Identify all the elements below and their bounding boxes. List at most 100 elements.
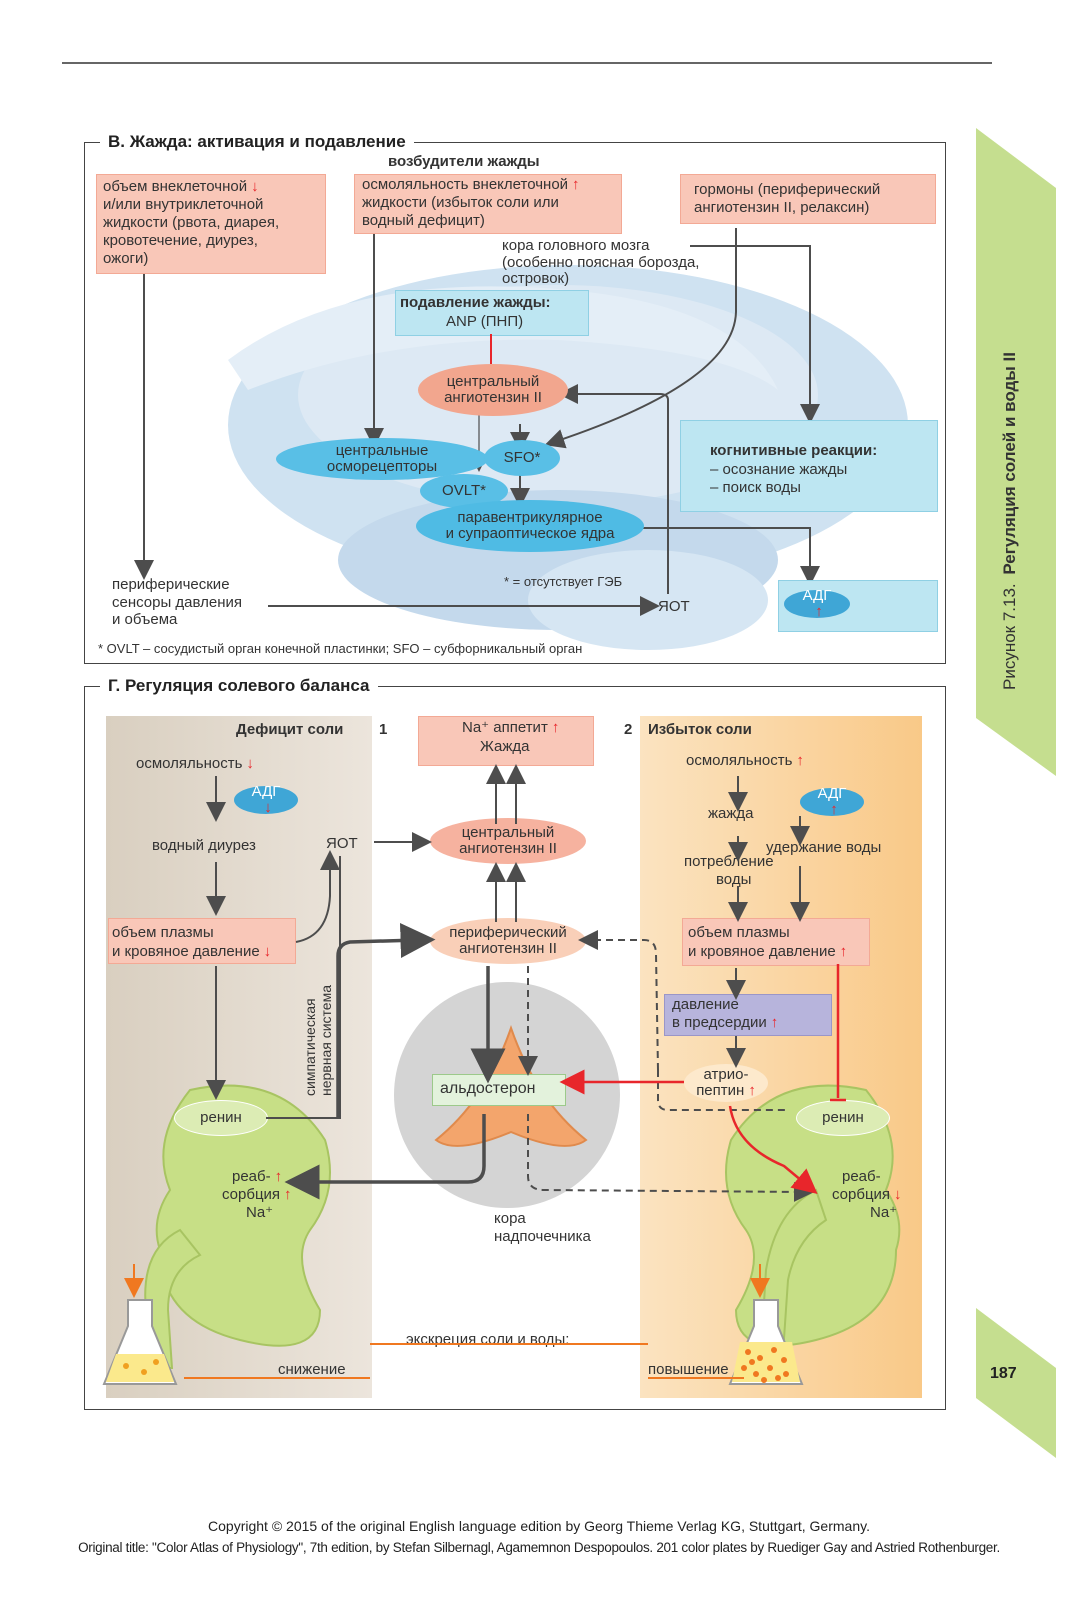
- sfo-node: SFO*: [484, 440, 560, 476]
- g-central-angiotensin-line-1: центральный: [461, 824, 555, 841]
- copyright-line-1: Copyright © 2015 of the original English…: [208, 1518, 870, 1534]
- nuclei-line-1: паравентрикулярное: [457, 509, 603, 526]
- adh-node: АДГ: [784, 587, 850, 618]
- peripheral-line-2: сенсоры давления: [112, 594, 243, 611]
- osmol-line-3: водный дефицит): [362, 212, 485, 229]
- osmoreceptors-line-2: осморецепторы: [326, 458, 438, 475]
- left-kidney: [144, 1084, 331, 1369]
- osmol-line-2: жидкости (избыток соли или: [362, 194, 559, 211]
- stimuli-heading: возбудители жажды: [388, 153, 540, 170]
- right-reab-line-1: реаб-: [842, 1168, 881, 1185]
- figure-label: Рисунок 7.13.: [1000, 583, 1019, 690]
- hormones-box: [680, 174, 936, 224]
- volume-line-1: объем внеклеточной: [103, 178, 259, 195]
- nuclei-line-2: и супраоптическое ядра: [445, 525, 615, 542]
- right-header: Избыток соли: [648, 721, 752, 738]
- atrial-pressure-line-1: давление: [672, 996, 739, 1013]
- section-g-title: Г. Регуляция солевого баланса: [100, 676, 378, 696]
- section-b-title: В. Жажда: активация и подавление: [100, 132, 414, 152]
- right-flask: [728, 1299, 804, 1385]
- appetite-line-2: Жажда: [480, 738, 530, 755]
- adrenal-cortex-line-2: надпочечника: [494, 1228, 591, 1245]
- right-adh-label: АДГ: [817, 785, 847, 802]
- left-decrease: снижение: [278, 1361, 346, 1378]
- right-reab-line-3: Na⁺: [870, 1204, 898, 1221]
- right-plasma-line-1: объем плазмы: [688, 924, 790, 941]
- hormones-line-2: ангиотензин II, релаксин): [694, 199, 870, 216]
- left-water-diuresis: водный диурез: [152, 837, 256, 854]
- volume-line-2: и/или внутриклеточной: [103, 196, 264, 213]
- top-rule: [62, 62, 992, 64]
- suppression-title: подавление жажды:: [400, 294, 551, 311]
- left-osmolality: осмоляльность: [136, 755, 254, 772]
- section-b-frame: [84, 142, 946, 664]
- left-flask: [102, 1299, 178, 1385]
- osmoreceptors-line-1: центральные: [335, 442, 429, 459]
- right-renin-label: ренин: [822, 1109, 864, 1126]
- left-plasma-line-1: объем плазмы: [112, 924, 214, 941]
- left-reab-line-3: Na⁺: [246, 1204, 274, 1221]
- g-central-angiotensin-line-2: ангиотензин II: [459, 840, 557, 857]
- copyright-line-2: Original title: "Color Atlas of Physiolo…: [78, 1540, 1000, 1555]
- yot-label: ЯОТ: [658, 598, 690, 615]
- central-angiotensin-node: центральный ангиотензин II: [418, 364, 568, 416]
- right-plasma-line-2: и кровяное давление: [688, 943, 847, 960]
- left-reab-line-2: сорбция: [222, 1186, 292, 1203]
- cognitive-title: когнитивные реакции:: [710, 442, 878, 459]
- left-renin-label: ренин: [200, 1109, 242, 1126]
- volume-line-5: ожоги): [103, 250, 149, 267]
- cognitive-item-2: – поиск воды: [710, 479, 801, 496]
- right-increase: повышение: [648, 1361, 729, 1378]
- ovlt-label: OVLT*: [442, 482, 486, 499]
- cognitive-box: [680, 420, 938, 512]
- left-reab-line-1: реаб-: [232, 1168, 282, 1185]
- atrial-pressure-line-2: в предсердии: [672, 1014, 778, 1031]
- g-peripheral-angiotensin-line-1: периферический: [449, 924, 567, 941]
- suppression-text: ANP (ПНП): [446, 313, 524, 330]
- adh-label: АДГ: [802, 587, 832, 604]
- cortex-line-1: кора головного мозга: [502, 237, 650, 254]
- g-peripheral-angiotensin-node: периферический ангиотензин II: [430, 918, 586, 964]
- left-num: 1: [379, 721, 388, 738]
- sidebar-tab: [976, 128, 1056, 1458]
- atriopeptin-node: атрио- пептин: [684, 1064, 768, 1102]
- volume-line-4: кровотечение, диурез,: [103, 232, 258, 249]
- left-adh-label: АДГ: [251, 783, 281, 800]
- cortex-line-3: островок): [502, 270, 570, 287]
- right-osmolality: осмоляльность: [686, 752, 804, 769]
- figure-caption: Рисунок 7.13. Регуляция солей и воды II: [1000, 250, 1024, 690]
- cognitive-item-1: – осознание жажды: [710, 461, 848, 478]
- section-g-frame: [84, 686, 946, 1410]
- g-central-angiotensin-node: центральный ангиотензин II: [430, 818, 586, 864]
- cortex-line-2: (особенно поясная борозда,: [502, 254, 700, 271]
- right-num: 2: [624, 721, 633, 738]
- central-angiotensin-line-2: ангиотензин II: [444, 389, 542, 406]
- left-renin-node: ренин: [174, 1100, 268, 1136]
- atriopeptin-line-1: атрио-: [703, 1066, 749, 1083]
- left-adh-node: АДГ: [234, 783, 298, 814]
- osmol-line-1: осмоляльность внеклеточной: [362, 176, 580, 193]
- right-reab-line-2: сорбция: [832, 1186, 902, 1203]
- right-adh-node: АДГ: [800, 785, 864, 816]
- section-b-footnote: * OVLT – сосудистый орган конечной пласт…: [98, 641, 583, 656]
- aldosterone-label: альдостерон: [440, 1080, 536, 1097]
- appetite-line-1: Na⁺ аппетит: [462, 719, 559, 736]
- peripheral-line-1: периферические: [112, 576, 230, 593]
- figure-title: Регуляция солей и воды II: [1000, 352, 1019, 575]
- g-peripheral-angiotensin-line-2: ангиотензин II: [459, 940, 557, 957]
- atriopeptin-line-2: пептин: [696, 1083, 756, 1099]
- adrenal-cortex-line-1: кора: [494, 1210, 526, 1227]
- left-header: Дефицит соли: [236, 721, 344, 738]
- sfo-label: SFO*: [503, 449, 541, 466]
- left-yot: ЯОТ: [326, 835, 358, 852]
- volume-line-3: жидкости (рвота, диарея,: [103, 214, 280, 231]
- central-angiotensin-line-1: центральный: [446, 373, 540, 390]
- page-number: 187: [990, 1365, 1017, 1382]
- osmoreceptors-node: центральные осморецепторы: [276, 438, 488, 480]
- right-water-intake-line-2: воды: [716, 871, 752, 888]
- nuclei-node: паравентрикулярное и супраоптическое ядр…: [416, 500, 644, 552]
- hormones-line-1: гормоны (периферический: [694, 181, 881, 198]
- section-g-arrows: [124, 764, 846, 1379]
- right-renin-node: ренин: [796, 1100, 890, 1136]
- left-plasma-line-2: и кровяное давление: [112, 943, 271, 960]
